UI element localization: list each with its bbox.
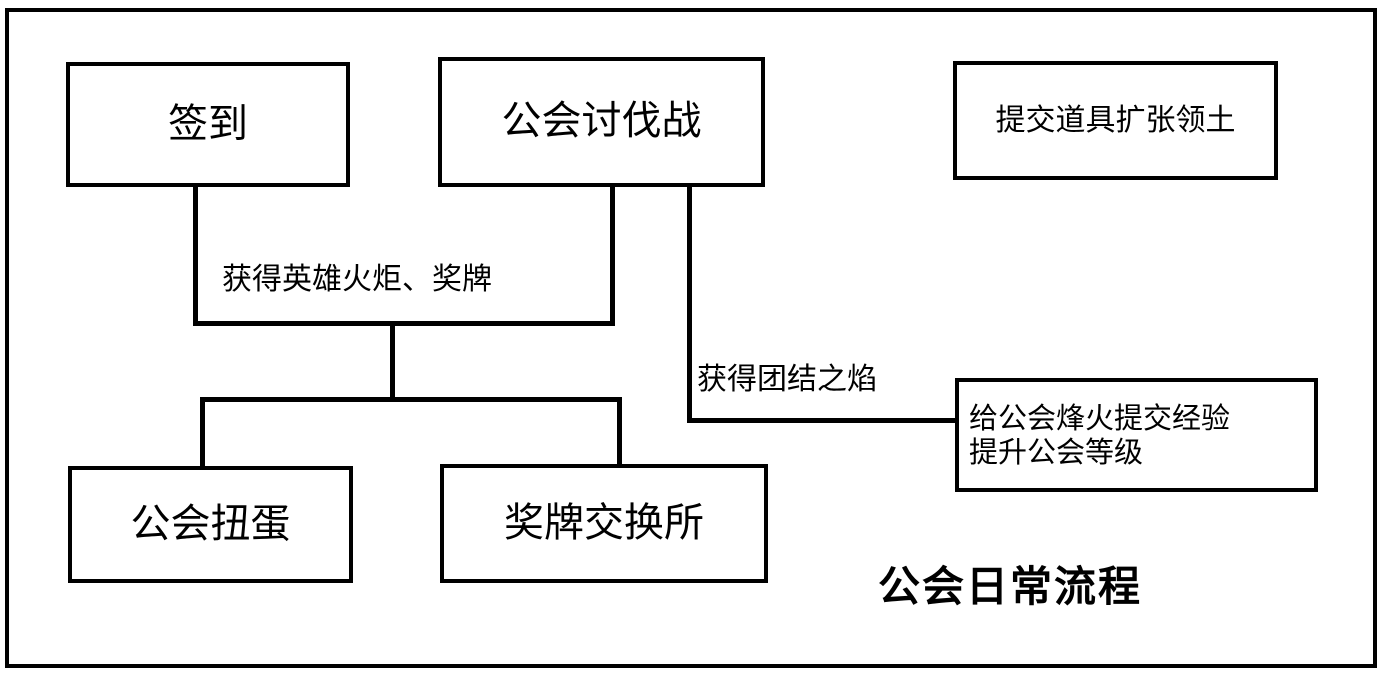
node-guild-gacha[interactable]: 公会扭蛋: [68, 466, 353, 583]
node-guild-war[interactable]: 公会讨伐战: [438, 57, 765, 187]
connector-upper-join: [193, 321, 615, 326]
node-signin[interactable]: 签到: [66, 62, 350, 187]
connector-guildwar-down-left: [610, 187, 615, 326]
connector-to-bonfire: [687, 418, 958, 423]
edge-label-unity-flame: 获得团结之焰: [697, 362, 877, 397]
node-submit-item-expand-territory[interactable]: 提交道具扩张领土: [953, 61, 1278, 180]
node-guild-bonfire-exp[interactable]: 给公会烽火提交经验 提升公会等级: [955, 378, 1318, 492]
connector-down-to-gacha: [200, 397, 205, 468]
diagram-outer-frame: [5, 8, 1377, 668]
connector-center-down: [390, 321, 395, 401]
node-medal-exchange[interactable]: 奖牌交换所: [440, 464, 768, 583]
connector-guildwar-down-right: [687, 187, 692, 423]
diagram-caption: 公会日常流程: [878, 562, 1143, 611]
connector-down-to-medal-shop: [617, 397, 622, 466]
edge-label-hero-torch-medal: 获得英雄火炬、奖牌: [222, 262, 492, 297]
connector-signin-down: [193, 187, 198, 326]
connector-lower-split: [200, 397, 622, 402]
